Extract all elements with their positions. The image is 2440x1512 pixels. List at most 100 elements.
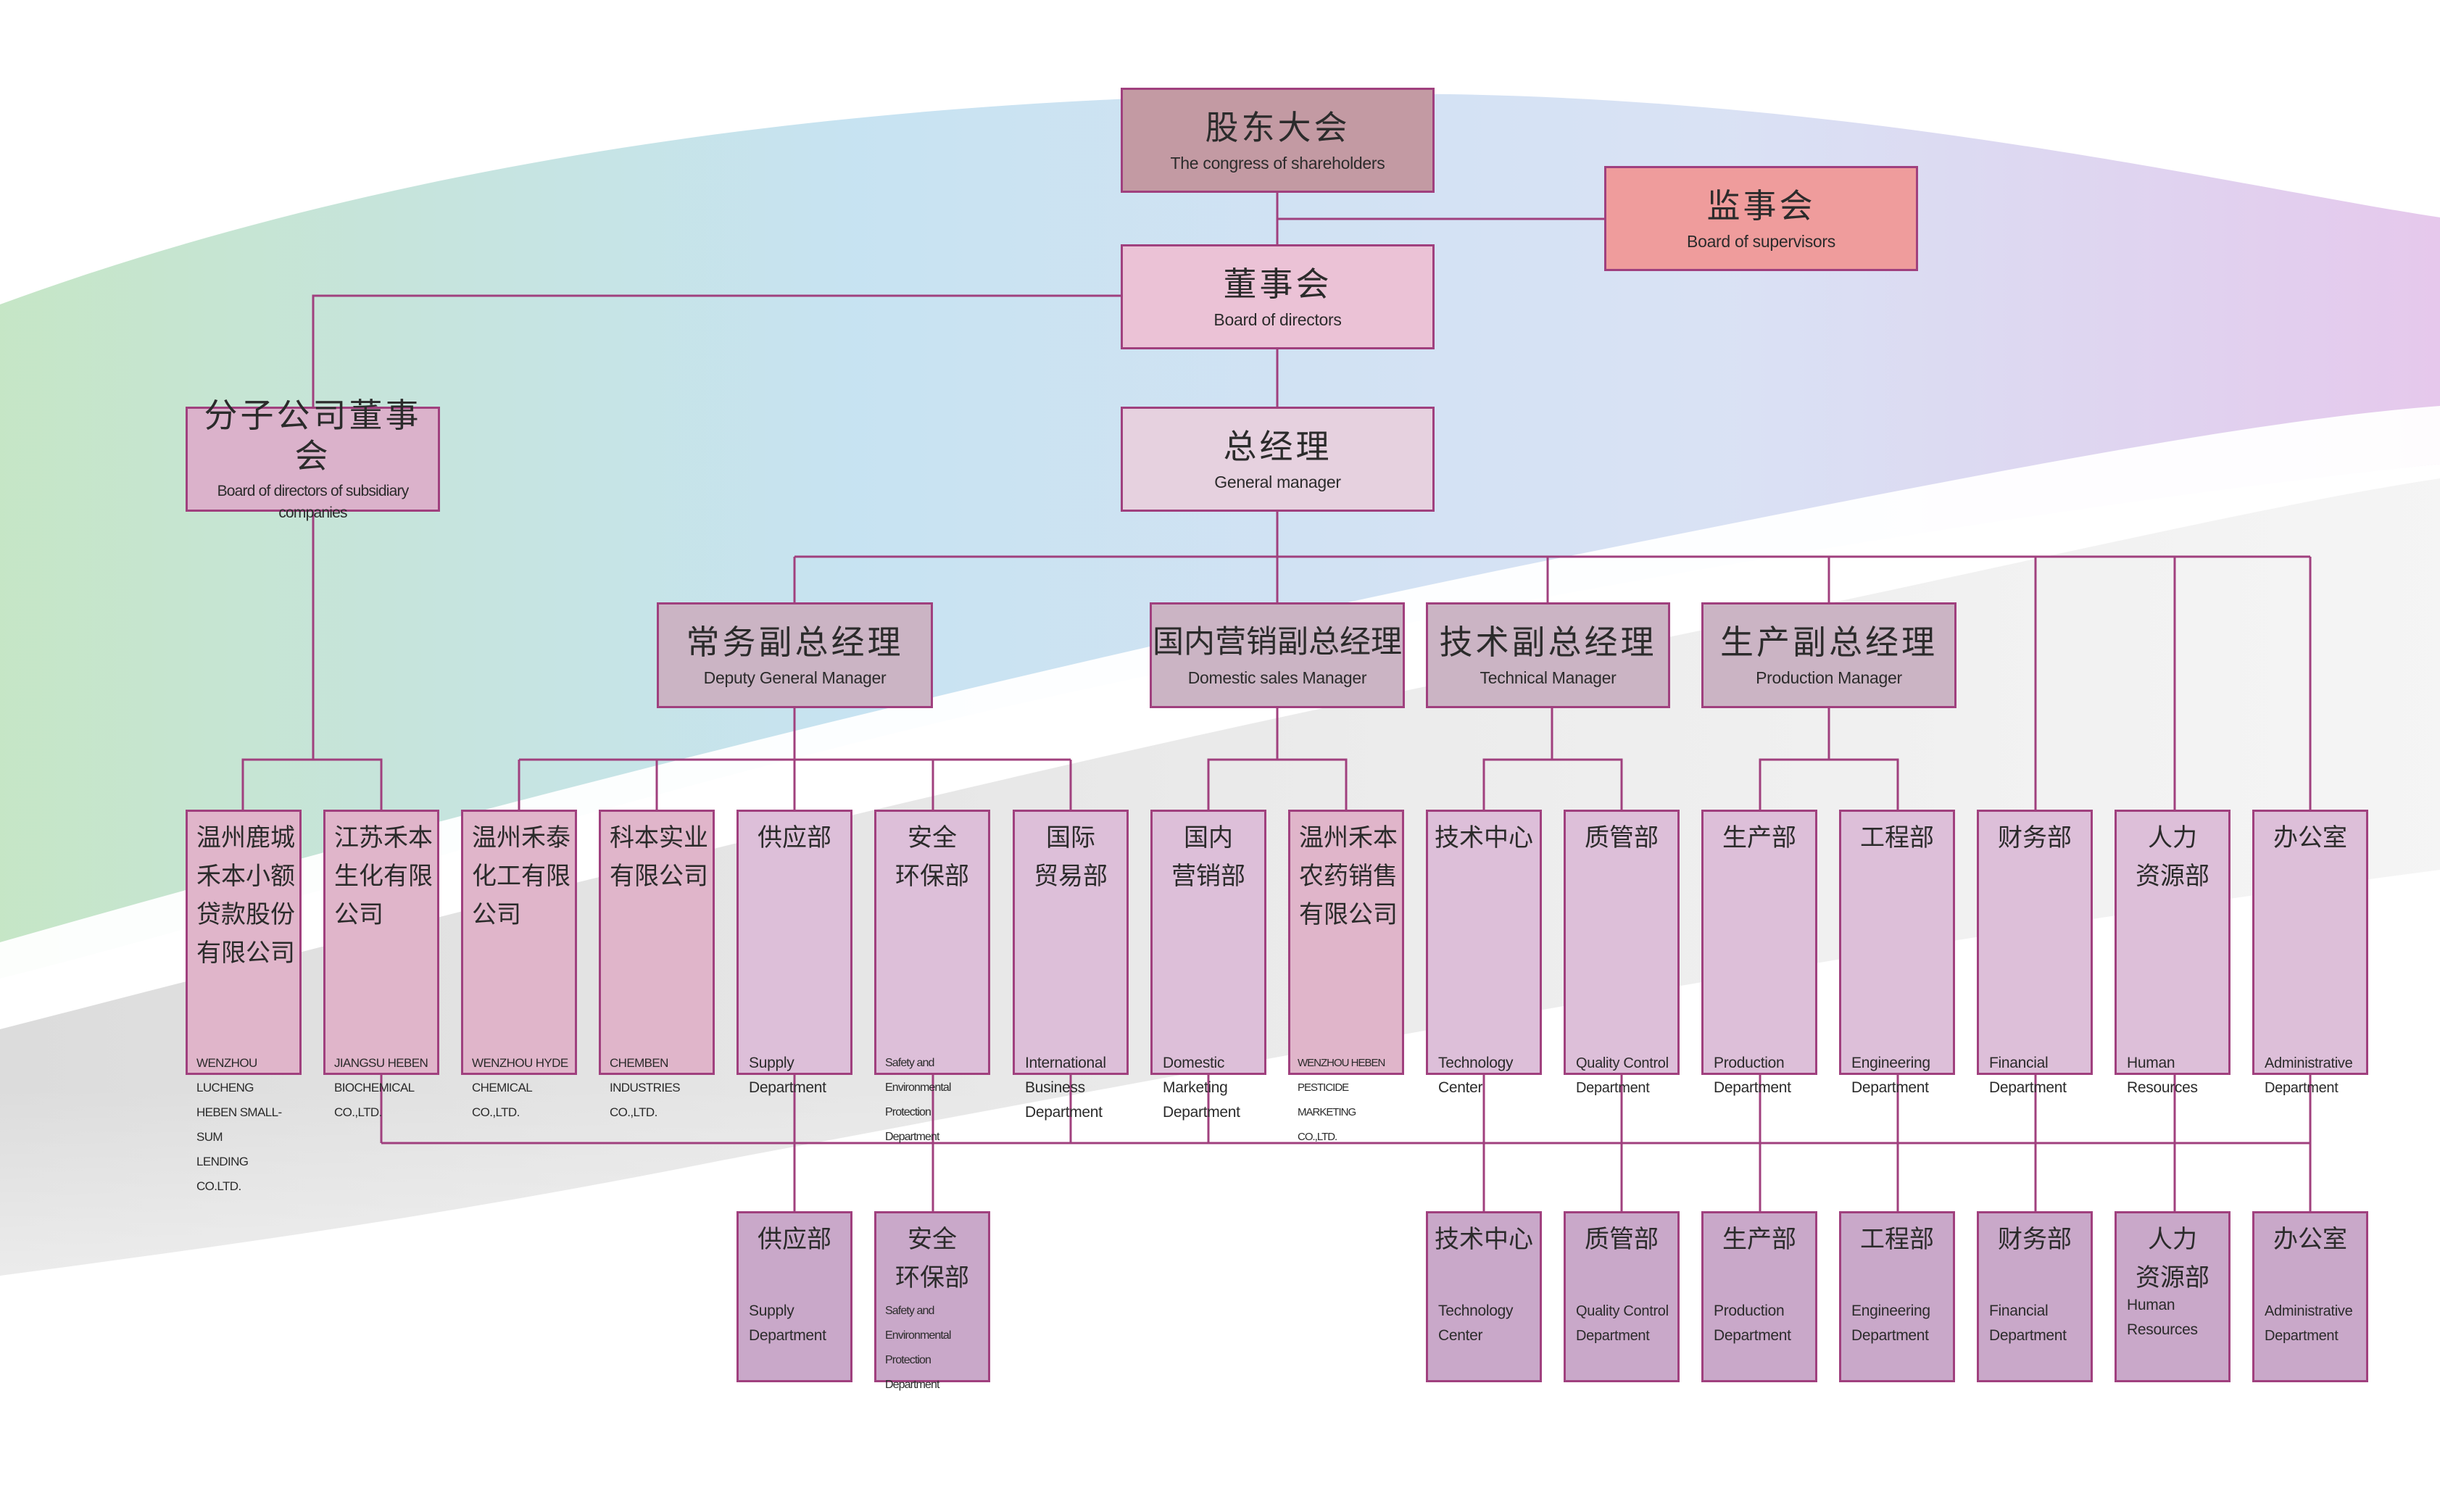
unit-subtitle: International Business Department	[1025, 1055, 1106, 1121]
unit-title: 科本实业 有限公司	[610, 823, 708, 891]
lower-unit-box: 工程部 Engineering Department	[1839, 1211, 1955, 1382]
unit-box: 办公室 Administrative Department	[2252, 810, 2368, 1096]
unit-box: 国内 营销部 Domestic Marketing Department	[1150, 810, 1266, 1121]
unit-subtitle: Financial Department	[1989, 1303, 2067, 1344]
unit-title: 温州鹿城 禾本小额 贷款股份 有限公司	[196, 823, 295, 968]
unit-subtitle: Quality Control Department	[1576, 1055, 1669, 1096]
unit-title: 安全 环保部	[895, 823, 969, 891]
unit-box: 质管部 Quality Control Department	[1564, 810, 1680, 1096]
unit-subtitle: Administrative Department	[2265, 1303, 2353, 1344]
unit-subtitle: Engineering Department	[1851, 1055, 1930, 1096]
unit-subtitle: WENZHOU HYDE CHEMICAL CO.,LTD.	[472, 1056, 568, 1119]
unit-subtitle: Financial Department	[1989, 1055, 2067, 1096]
unit-title: 工程部	[1860, 1225, 1934, 1254]
manager-subtitle: Deputy General Manager	[703, 668, 887, 687]
manager-title: 国内营销副总经理	[1153, 624, 1402, 660]
lower-unit-box: 财务部 Financial Department	[1977, 1211, 2093, 1382]
unit-box: 安全 环保部 Safety and Environmental Protecti…	[874, 810, 990, 1143]
supervisors-title: 监事会	[1706, 186, 1816, 225]
unit-title: 办公室	[2273, 1225, 2347, 1254]
unit-title: 供应部	[758, 1225, 831, 1254]
unit-subtitle: Safety and Environmental Protection Depa…	[885, 1305, 951, 1391]
directors-subtitle: Board of directors	[1213, 310, 1342, 329]
unit-box: 温州鹿城 禾本小额 贷款股份 有限公司 WENZHOU LUCHENG HEBE…	[186, 810, 302, 1193]
general-manager-box: 总经理 General manager	[1121, 407, 1435, 512]
lower-unit-box: 安全 环保部 Safety and Environmental Protecti…	[874, 1211, 990, 1391]
lower-unit-box: 质管部 Quality Control Department	[1564, 1211, 1680, 1382]
unit-subtitle: Production Department	[1714, 1303, 1791, 1344]
manager-box-production: 生产副总经理 Production Manager	[1701, 602, 1956, 708]
unit-title: 供应部	[758, 823, 831, 852]
unit-box: 科本实业 有限公司 CHEMBEN INDUSTRIES CO.,LTD.	[599, 810, 715, 1119]
unit-subtitle: WENZHOU LUCHENG HEBEN SMALL-SUM LENDING …	[196, 1056, 282, 1193]
unit-title: 江苏禾本 生化有限 公司	[334, 823, 433, 929]
lower-unit-box: 人力 资源部 Human Resources	[2115, 1211, 2231, 1382]
unit-box: 温州禾泰 化工有限 公司 WENZHOU HYDE CHEMICAL CO.,L…	[461, 810, 577, 1119]
unit-title: 人力 资源部	[2136, 1225, 2209, 1292]
unit-subtitle: Human Resources	[2127, 1055, 2198, 1096]
manager-title: 生产副总经理	[1720, 623, 1938, 662]
manager-title: 技术副总经理	[1439, 623, 1657, 662]
unit-title: 人力 资源部	[2136, 823, 2209, 891]
subsidiary-board-box: 分子公司董事会 Board of directors of subsidiary…	[186, 396, 440, 521]
supervisors-box: 监事会 Board of supervisors	[1604, 166, 1918, 271]
unit-subtitle: Supply Department	[749, 1055, 826, 1096]
shareholders-box: 股东大会 The congress of shareholders	[1121, 88, 1435, 193]
lower-unit-box: 技术中心 Technology Center	[1426, 1211, 1542, 1382]
supervisors-subtitle: Board of supervisors	[1687, 231, 1835, 251]
unit-title: 国内 营销部	[1171, 823, 1245, 891]
unit-title: 安全 环保部	[895, 1225, 969, 1292]
manager-subtitle: Production Manager	[1756, 668, 1902, 687]
general-manager-title: 总经理	[1223, 426, 1332, 466]
unit-box: 生产部 Production Department	[1701, 810, 1817, 1096]
lower-unit-box: 生产部 Production Department	[1701, 1211, 1817, 1382]
unit-subtitle: Technology Center	[1438, 1055, 1514, 1096]
unit-title: 技术中心	[1435, 823, 1533, 852]
manager-box-technical: 技术副总经理 Technical Manager	[1426, 602, 1670, 708]
unit-subtitle: Domestic Marketing Department	[1163, 1055, 1240, 1121]
unit-box: 江苏禾本 生化有限 公司 JIANGSU HEBEN BIOCHEMICAL C…	[323, 810, 439, 1119]
unit-title: 生产部	[1722, 823, 1796, 852]
manager-subtitle: Technical Manager	[1480, 668, 1617, 687]
manager-box-deputy: 常务副总经理 Deputy General Manager	[657, 602, 933, 708]
unit-title: 办公室	[2273, 823, 2347, 852]
unit-title: 生产部	[1722, 1225, 1796, 1254]
subsidiary-board-subtitle: Board of directors of subsidiary compani…	[217, 482, 410, 521]
unit-box: 人力 资源部 Human Resources	[2115, 810, 2231, 1096]
unit-box: 供应部 Supply Department	[736, 810, 852, 1096]
unit-box: 温州禾本 农药销售 有限公司 WENZHOU HEBEN PESTICIDE M…	[1288, 810, 1404, 1143]
unit-subtitle: Safety and Environmental Protection Depa…	[885, 1057, 951, 1143]
unit-subtitle: Administrative Department	[2265, 1055, 2353, 1096]
lower-unit-box: 办公室 Administrative Department	[2252, 1211, 2368, 1382]
unit-subtitle: JIANGSU HEBEN BIOCHEMICAL CO.,LTD.	[334, 1056, 428, 1119]
unit-subtitle: Quality Control Department	[1576, 1303, 1669, 1344]
unit-box: 技术中心 Technology Center	[1426, 810, 1542, 1096]
unit-subtitle: WENZHOU HEBEN PESTICIDE MARKETING CO.,LT…	[1298, 1057, 1385, 1143]
unit-subtitle: Engineering Department	[1851, 1303, 1930, 1344]
unit-title: 质管部	[1585, 823, 1659, 852]
unit-title: 财务部	[1998, 823, 2072, 852]
manager-title: 常务副总经理	[686, 623, 904, 662]
unit-subtitle: CHEMBEN INDUSTRIES CO.,LTD.	[610, 1056, 681, 1119]
shareholders-subtitle: The congress of shareholders	[1170, 153, 1385, 173]
directors-title: 董事会	[1223, 264, 1332, 304]
general-manager-subtitle: General manager	[1214, 472, 1341, 491]
unit-title: 技术中心	[1435, 1225, 1533, 1254]
directors-box: 董事会 Board of directors	[1121, 244, 1435, 349]
unit-subtitle: Technology Center	[1438, 1303, 1514, 1344]
unit-title: 工程部	[1860, 823, 1934, 852]
unit-box: 财务部 Financial Department	[1977, 810, 2093, 1096]
unit-title: 质管部	[1585, 1225, 1659, 1254]
unit-title: 温州禾泰 化工有限 公司	[472, 823, 570, 929]
unit-subtitle: Supply Department	[749, 1303, 826, 1344]
manager-box-domestic-sales: 国内营销副总经理 Domestic sales Manager	[1150, 602, 1405, 708]
unit-title: 财务部	[1998, 1225, 2072, 1254]
unit-title: 温州禾本 农药销售 有限公司	[1299, 823, 1398, 929]
subsidiary-board-title: 分子公司董事会	[204, 395, 422, 475]
manager-subtitle: Domestic sales Manager	[1187, 668, 1367, 687]
unit-subtitle: Production Department	[1714, 1055, 1791, 1096]
lower-unit-box: 供应部 Supply Department	[736, 1211, 852, 1382]
unit-box: 工程部 Engineering Department	[1839, 810, 1955, 1096]
unit-subtitle: Human Resources	[2127, 1297, 2198, 1338]
